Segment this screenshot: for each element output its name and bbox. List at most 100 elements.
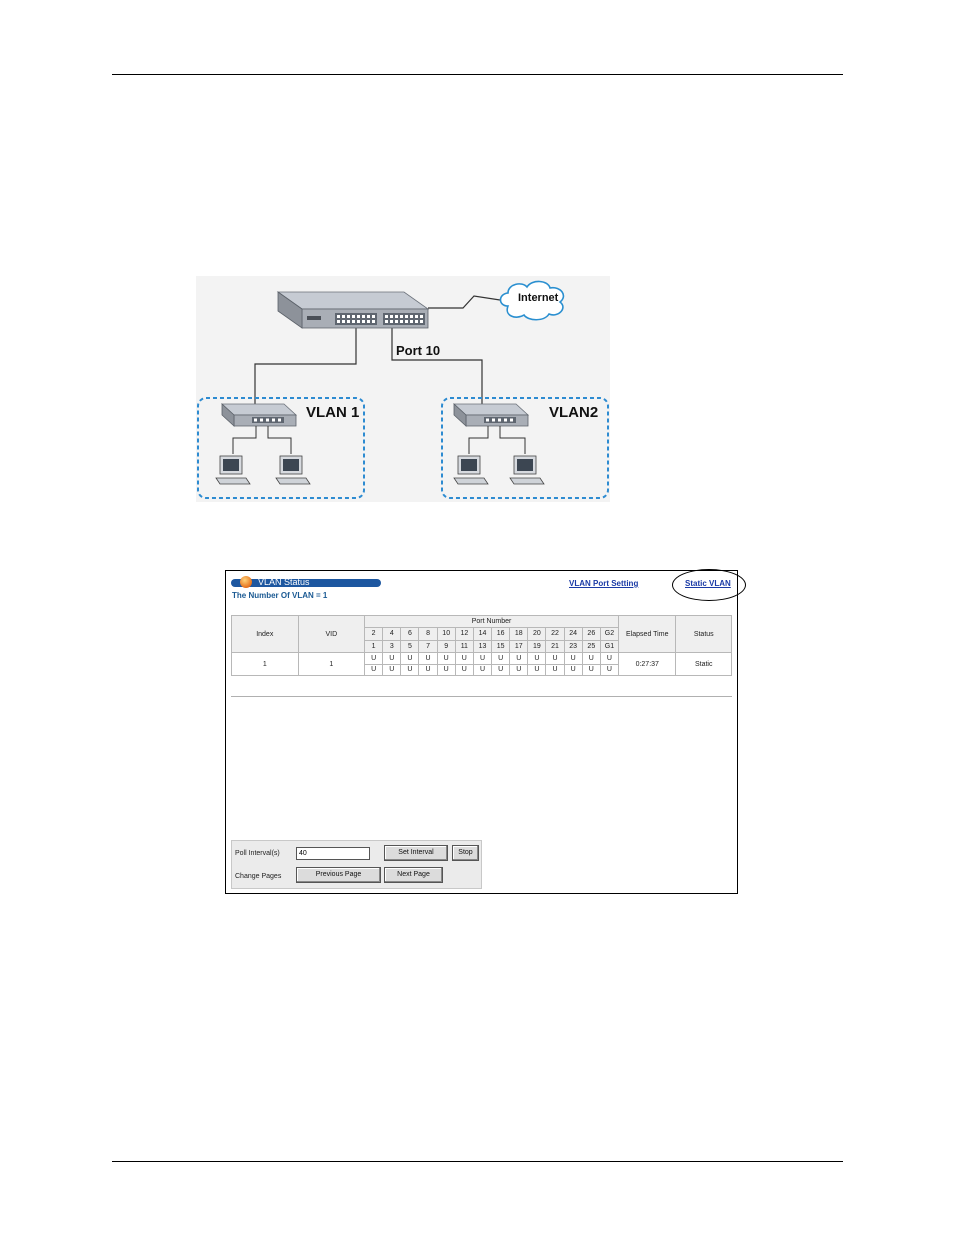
row-vid: 1 [297,652,366,676]
row-status: Static [675,652,732,676]
poll-interval-input[interactable] [296,847,370,860]
port-header: 14 [472,627,493,641]
port-status: U [400,652,420,665]
port-header-row-2: 1 3 5 7 9 11 13 15 17 19 21 23 25 G1 [232,639,732,654]
port-status: U [454,652,474,665]
vlan-network-diagram: Internet Port 10 VLAN 1 VLAN2 [196,276,610,502]
internet-label: Internet [518,292,559,304]
table-row: 1 1 U U U U U U U U U U U U U U 0:27:37 … [231,652,732,676]
section-divider [231,696,732,697]
port-header: 19 [527,639,547,654]
main-switch-icon [276,291,430,329]
row-elapsed-time: 0:27:37 [618,652,677,676]
stop-button[interactable]: Stop [452,845,479,861]
header-rule [112,74,843,75]
port-header: G1 [599,639,620,654]
port-header: 3 [382,639,402,654]
port-header: 26 [581,627,601,641]
port-status: U [581,663,601,676]
vlan2-switch-icon [452,403,530,427]
vlan2-pc2-link [499,426,526,454]
port-header: 21 [545,639,565,654]
port-status: U [400,663,420,676]
vlan1-switch-icon [220,403,298,427]
port-header: 20 [527,627,547,641]
port-label: Port 10 [396,343,441,358]
port-status: U [382,663,402,676]
port-status: U [545,652,565,665]
port-status: U [418,663,438,676]
port-header: 25 [581,639,601,654]
port-status: U [599,663,620,676]
previous-page-button[interactable]: Previous Page [296,867,381,883]
port-status: U [436,652,456,665]
port-header: 11 [454,639,474,654]
port-header: 12 [454,627,474,641]
port-header: 23 [563,639,583,654]
header-elapsed-time: Elapsed Time [618,615,677,653]
vlan2-group-box [441,397,609,499]
vlan1-group-box [197,397,365,499]
port-status: U [364,663,384,676]
port-header: 24 [563,627,583,641]
port-status: U [527,652,547,665]
port-status: U [472,652,493,665]
port-status: U [454,663,474,676]
port-header: 15 [491,639,511,654]
static-vlan-link[interactable]: Static VLAN [685,579,731,588]
vlan1-label: VLAN 1 [306,404,360,421]
port-status: U [472,663,493,676]
vlan-status-table: Index VID Port Number Elapsed Time Statu… [231,614,732,676]
port-status: U [581,652,601,665]
vlan1-pc2-link [267,426,292,454]
vlan2-pc1-icon [453,455,489,485]
vlan-port-setting-link[interactable]: VLAN Port Setting [569,579,639,588]
vlan1-pc1-icon [215,455,251,485]
port-status: U [509,652,529,665]
port-header: 5 [400,639,420,654]
set-interval-button[interactable]: Set Interval [384,845,448,861]
header-status: Status [675,615,732,653]
port-header: 13 [472,639,493,654]
port-status: U [545,663,565,676]
header-index: Index [231,615,299,653]
next-page-button[interactable]: Next Page [384,867,443,883]
port-status: U [599,652,620,665]
port-header: 6 [400,627,420,641]
highlight-circle [672,569,746,601]
poll-interval-label: Poll Interval(s) [235,850,280,857]
vlan2-link [391,328,483,404]
screen-title: VLAN Status [258,577,310,587]
row-index: 1 [231,652,299,676]
vlan1-pc1-link [232,426,257,454]
vlan-count: The Number Of VLAN = 1 [232,591,328,600]
port-header: 10 [436,627,456,641]
port-status: U [527,663,547,676]
port-header: 9 [436,639,456,654]
port-header: 2 [364,627,384,641]
title-bar [231,579,381,587]
poll-controls: Poll Interval(s) Set Interval Stop Chang… [231,840,482,889]
port-status: U [382,652,402,665]
vlan-status-screen: VLAN Status The Number Of VLAN = 1 VLAN … [225,569,746,894]
port-status: U [436,663,456,676]
header-vid: VID [297,615,366,653]
vlan1-pc2-icon [275,455,311,485]
port-status: U [364,652,384,665]
vlan2-pc1-link [468,426,489,454]
footer-rule [112,1161,843,1162]
internet-cloud-icon [499,280,565,321]
port-header: 16 [491,627,511,641]
vlan2-label: VLAN2 [549,404,599,421]
vlan1-link [254,328,357,404]
port-header: G2 [599,627,620,641]
internet-link [428,295,501,309]
port-status: U [491,663,511,676]
port-header: 17 [509,639,529,654]
port-header: 7 [418,639,438,654]
port-header: 22 [545,627,565,641]
port-header: 8 [418,627,438,641]
diagram-drawing [197,280,609,499]
table-row: U U U U U U U U U U U U U U [232,663,732,676]
port-header: 4 [382,627,402,641]
